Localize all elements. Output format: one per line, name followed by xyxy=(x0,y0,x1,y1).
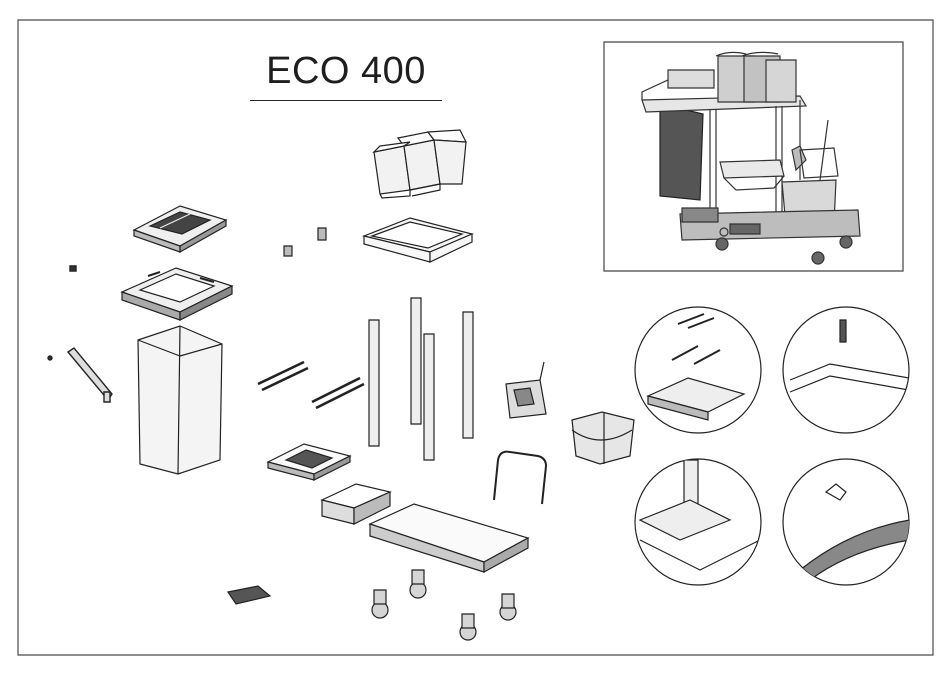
middle-tray xyxy=(268,444,350,480)
basket xyxy=(322,484,390,524)
mop-wringer xyxy=(506,362,546,418)
top-lid xyxy=(134,206,226,252)
waste-bin-set xyxy=(374,130,466,198)
connector-rods xyxy=(258,362,364,408)
garbage-bag xyxy=(138,326,222,474)
mop-bucket xyxy=(572,412,634,464)
assembled-cart-inset xyxy=(604,42,903,271)
detail-post-base xyxy=(640,460,760,570)
small-clips xyxy=(284,228,326,256)
diagram-title: ECO 400 xyxy=(266,50,426,92)
caster-wheels xyxy=(372,570,516,640)
bumper xyxy=(228,586,270,604)
detail-rod-insertion xyxy=(648,314,744,420)
side-bracket xyxy=(48,266,112,402)
detail-clip-bumper xyxy=(800,484,909,580)
title-underline xyxy=(250,100,442,102)
detail-screw-tray xyxy=(790,320,920,392)
base-platform xyxy=(370,504,528,572)
bag-holder-frame xyxy=(122,268,232,320)
push-handle xyxy=(494,452,546,504)
outer-frame xyxy=(18,20,933,655)
bin-tray-frame xyxy=(364,218,472,262)
vertical-posts xyxy=(369,298,473,460)
